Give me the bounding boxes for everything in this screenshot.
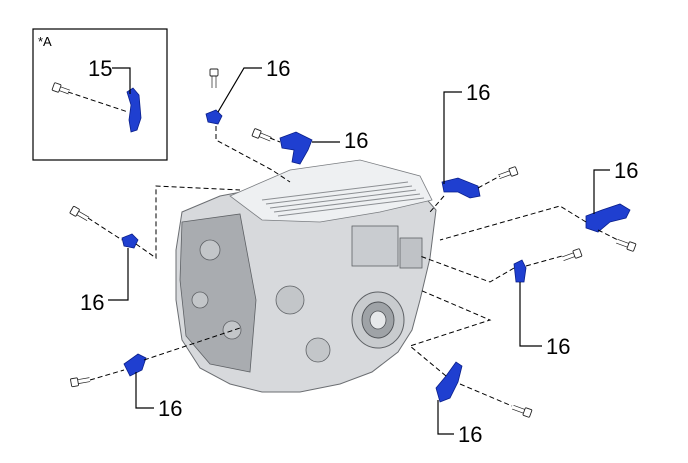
callout-16-upper-right: 16 (466, 80, 490, 105)
group-16-right-middle: 16 (419, 248, 583, 359)
callout-16-bottom-left: 16 (158, 396, 182, 421)
bracket-icon (205, 109, 223, 125)
bolt-icon (69, 205, 90, 222)
callout-16-bottom-center: 16 (458, 422, 482, 447)
bracket-icon (123, 353, 147, 377)
bolt-icon (512, 405, 533, 418)
cooling-fins (261, 181, 425, 217)
group-16-far-right: 16 (439, 158, 638, 252)
bolt-icon (70, 377, 91, 388)
callout-15: 15 (88, 56, 112, 81)
bracket-icon (279, 131, 313, 165)
bracket-icon (585, 203, 631, 233)
group-16-bottom-center: 16 (408, 289, 533, 447)
bolt-icon (251, 128, 272, 142)
bolt-icon (616, 239, 637, 252)
bracket-icon (121, 233, 139, 249)
bolt-icon (498, 166, 519, 179)
bracket-icon (126, 87, 142, 133)
bracket-icon (441, 177, 481, 199)
callout-16-far-right: 16 (614, 158, 638, 183)
group-16-top: 16 (205, 56, 290, 183)
bracket-icon (513, 259, 527, 283)
transaxle-housing-icon (175, 159, 437, 393)
callout-16-top: 16 (266, 56, 290, 81)
callout-16-upper-center: 16 (344, 128, 368, 153)
group-16-upper-center: 16 (251, 128, 368, 165)
callout-16-right-middle: 16 (546, 334, 570, 359)
group-16-bottom-left: 16 (70, 327, 241, 421)
inset-box: *A 15 (32, 28, 168, 161)
callout-16-left: 16 (80, 290, 104, 315)
bolt-icon (209, 68, 219, 88)
group-16-upper-right: 16 (429, 80, 519, 213)
bolt-icon (51, 82, 71, 95)
group-16-left: 16 (69, 185, 241, 315)
bracket-icon (435, 361, 463, 403)
inset-label: *A (38, 34, 52, 49)
bolt-icon (562, 248, 583, 261)
